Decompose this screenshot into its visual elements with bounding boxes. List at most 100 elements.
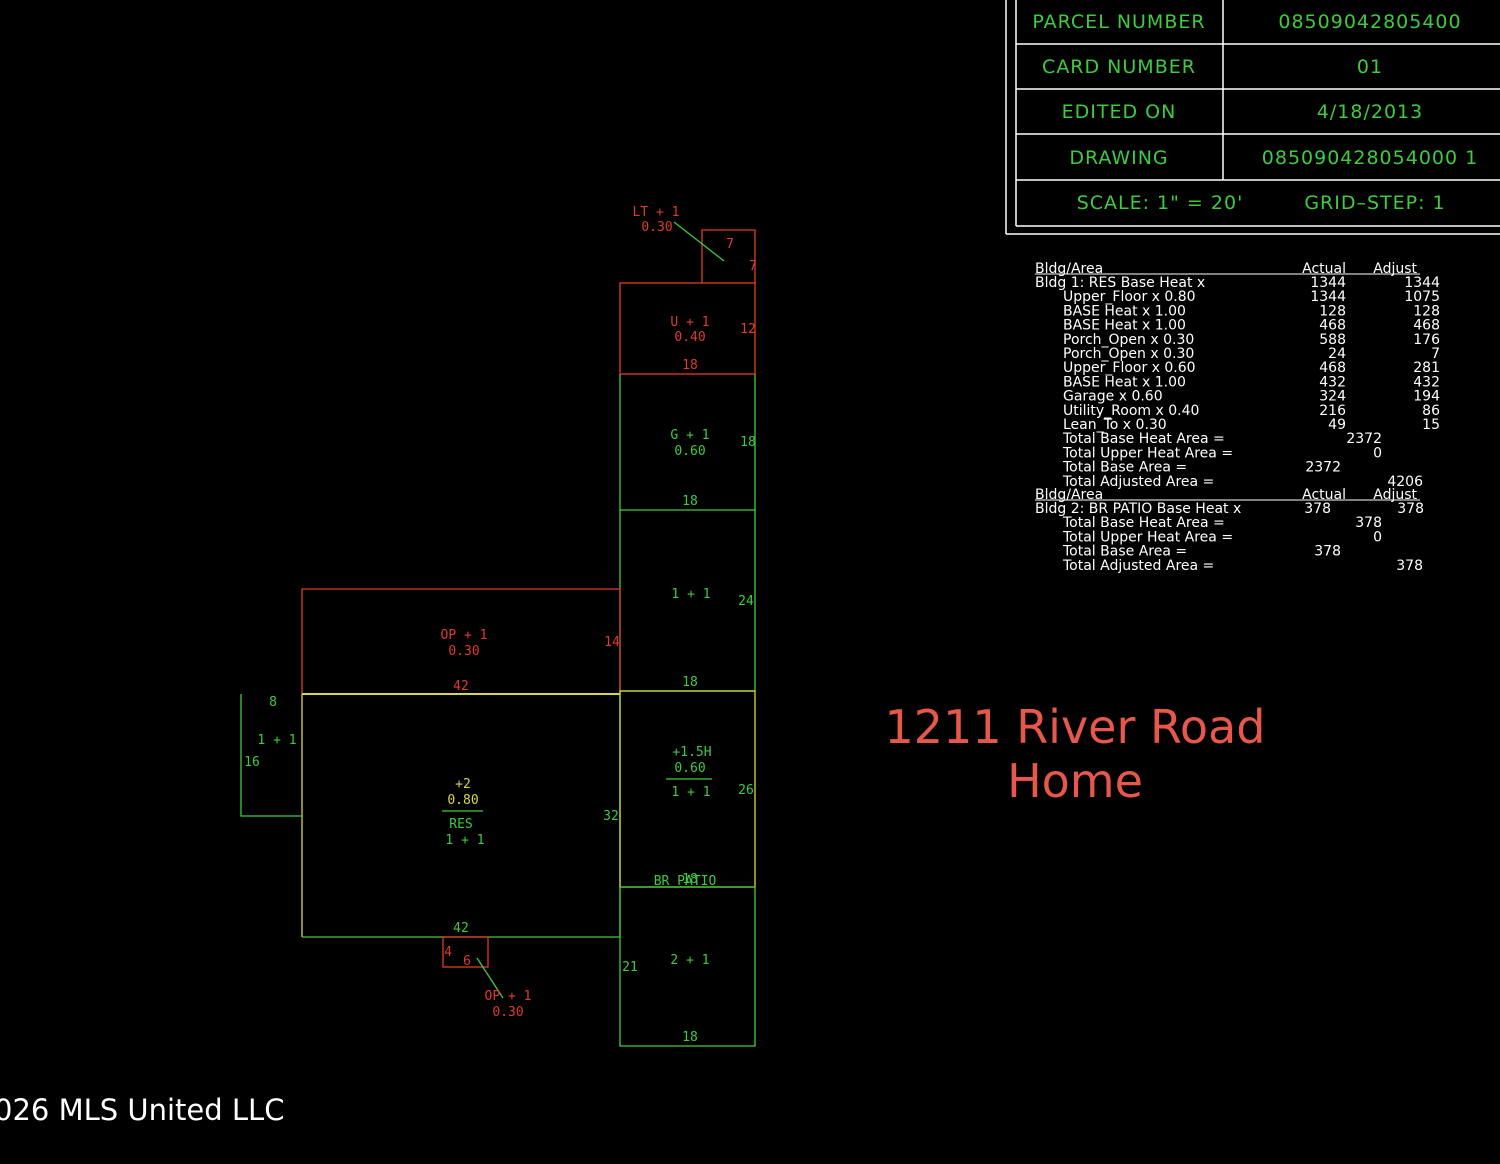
copyright-notice: 026 MLS United LLC <box>0 1093 285 1127</box>
area-row-label: BASE Heat x 1.00 <box>1063 303 1186 319</box>
edited-on-value: 4/18/2013 <box>1317 101 1423 123</box>
area-total-label: Total Adjusted Area = <box>1062 558 1214 574</box>
small-porch-code: OP + 1 <box>485 989 532 1004</box>
area-total-label: Total Base Area = <box>1062 544 1187 560</box>
area-row-label: BASE Heat x 1.00 <box>1063 318 1186 334</box>
base-heat-dim-bottom: 18 <box>682 675 698 690</box>
area-row-label: Utility_Room x 0.40 <box>1063 403 1199 419</box>
bldg2-header-adjust: Adjust <box>1373 487 1417 503</box>
lower-section-code: 2 + 1 <box>670 953 709 968</box>
area-row-label: Upper_Floor x 0.60 <box>1063 360 1196 376</box>
area-row-actual: 588 <box>1319 332 1346 348</box>
open-porch-factor: 0.30 <box>448 644 479 659</box>
small-porch-factor: 0.30 <box>492 1005 523 1020</box>
area-row-actual: 128 <box>1319 303 1346 319</box>
small-porch-leader <box>476 957 504 999</box>
title-block <box>1005 0 1500 235</box>
area-row-label: Porch_Open x 0.30 <box>1063 346 1194 362</box>
lower-section-outline <box>619 887 756 1047</box>
area-row-adjust: 7 <box>1431 346 1440 362</box>
area-row-label: Garage x 0.60 <box>1063 389 1163 405</box>
lower-section-dim-bottom: 18 <box>682 1030 698 1045</box>
upper-section-code: +1.5H <box>672 745 711 760</box>
side-wing-dim-top: 8 <box>269 695 277 710</box>
area-row-adjust: 194 <box>1413 389 1440 405</box>
area-row-adjust: 468 <box>1413 318 1440 334</box>
caption-line-address: 1211 River Road <box>884 700 1266 754</box>
area-row-adjust: 1075 <box>1404 289 1440 305</box>
edited-on-label: EDITED ON <box>1062 101 1177 123</box>
res-dim-side: 32 <box>603 809 619 824</box>
address-caption: 1211 River Road Home <box>860 700 1290 808</box>
caption-line-home: Home <box>1007 754 1143 808</box>
open-porch-outline <box>301 588 621 694</box>
area-row-actual: 378 <box>1304 501 1331 517</box>
drawing-value: 085090428054000 1 <box>1262 147 1478 169</box>
bldg2-header-label: Bldg/Area <box>1035 487 1103 503</box>
area-row-actual: 468 <box>1319 318 1346 334</box>
lean-to-dim: 7 <box>749 259 757 274</box>
small-porch-dim: 4 <box>444 945 452 960</box>
open-porch-code: OP + 1 <box>441 628 488 643</box>
garage-dim-bottom: 18 <box>682 494 698 509</box>
area-total-label: Total Upper Heat Area = <box>1062 529 1233 545</box>
utility-dim-side: 12 <box>740 322 756 337</box>
area-row-actual: 432 <box>1319 374 1346 390</box>
upper-section-factor: 0.60 <box>674 761 705 776</box>
open-porch-dim-bottom: 42 <box>453 679 469 694</box>
utility-room-outline <box>619 282 756 375</box>
area-row-actual: 49 <box>1328 417 1346 433</box>
utility-dim-bottom: 18 <box>682 358 698 373</box>
area-row-adjust: 176 <box>1413 332 1440 348</box>
open-porch-dim-side: 14 <box>604 635 620 650</box>
grid-step-text: GRID–STEP: 1 <box>1304 192 1445 214</box>
area-row-actual: 468 <box>1319 360 1346 376</box>
lean-to-code: LT + 1 <box>633 205 680 220</box>
area-total-value: 0 <box>1373 529 1382 545</box>
utility-code: U + 1 <box>670 315 709 330</box>
area-row-label: Porch_Open x 0.30 <box>1063 332 1194 348</box>
res-dim-bottom: 42 <box>453 921 469 936</box>
lean-to-leader <box>673 221 725 262</box>
scale-text: SCALE: 1" = 20' <box>1077 192 1244 214</box>
area-row-label: Bldg 1: RES Base Heat x <box>1035 275 1205 291</box>
garage-code: G + 1 <box>670 428 709 443</box>
small-porch-dim: 6 <box>463 954 471 969</box>
area-total-label: Total Base Heat Area = <box>1062 515 1225 531</box>
bldg1-header-adjust: Adjust <box>1373 261 1417 277</box>
area-row-adjust: 15 <box>1422 417 1440 433</box>
area-total-label: Total Adjusted Area = <box>1062 474 1214 490</box>
area-row-actual: 216 <box>1319 403 1346 419</box>
upper-section-stories: 1 + 1 <box>671 785 710 800</box>
area-row-label: Upper_Floor x 0.80 <box>1063 289 1196 305</box>
area-row-adjust: 86 <box>1422 403 1440 419</box>
area-total-value: 0 <box>1373 445 1382 461</box>
lean-to-outline <box>701 229 756 283</box>
area-table: Bldg/Area Actual Adjust Bldg 1: RES Base… <box>1035 261 1440 574</box>
bldg1-header-label: Bldg/Area <box>1035 261 1103 277</box>
bldg1-header: Bldg/Area Actual Adjust <box>1035 261 1420 277</box>
parcel-number-value: 08509042805400 <box>1278 11 1461 33</box>
area-row-label: BASE Heat x 1.00 <box>1063 374 1186 390</box>
area-row-adjust: 378 <box>1397 501 1424 517</box>
drawing-label: DRAWING <box>1069 147 1168 169</box>
area-row-actual: 1344 <box>1310 289 1346 305</box>
area-row-adjust: 432 <box>1413 374 1440 390</box>
garage-dim-side: 18 <box>740 435 756 450</box>
area-total-label: Total Upper Heat Area = <box>1062 445 1233 461</box>
utility-factor: 0.40 <box>674 330 705 345</box>
lean-to-dim: 7 <box>726 237 734 252</box>
sketch-shapes <box>240 221 756 1047</box>
area-row-actual: 24 <box>1328 346 1346 362</box>
side-wing-code: 1 + 1 <box>257 733 296 748</box>
res-code: +2 <box>455 777 471 792</box>
area-row-adjust: 128 <box>1413 303 1440 319</box>
area-row-adjust: 281 <box>1413 360 1440 376</box>
area-row-actual: 1344 <box>1310 275 1346 291</box>
area-total-value: 2372 <box>1346 431 1382 447</box>
